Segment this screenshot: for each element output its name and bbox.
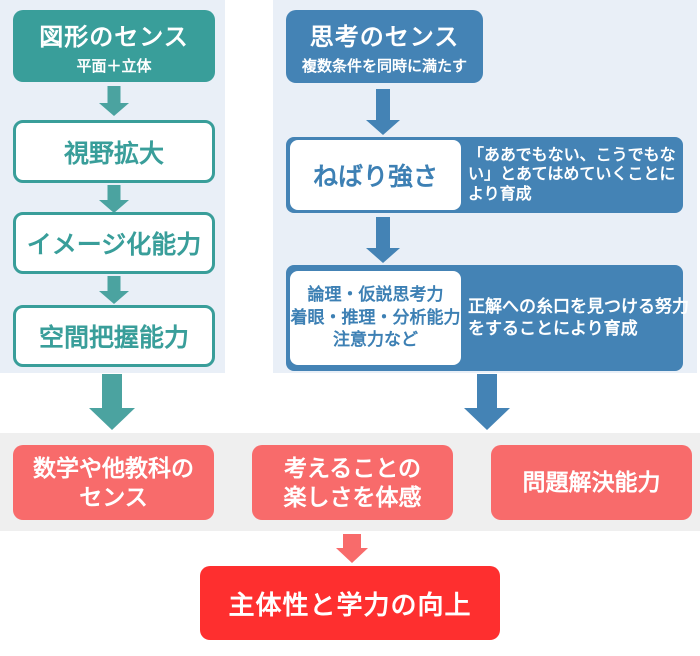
shape-sense-panel: 図形のセンス 平面＋立体 視野拡大 イメージ化能力 空間把握能力 <box>0 0 225 373</box>
persistence-label-box: ねばり強さ <box>290 140 461 210</box>
shape-sense-title: 図形のセンス <box>39 23 189 51</box>
persistence-label: ねばり強さ <box>312 163 438 191</box>
step-label: 視野拡大 <box>63 139 164 168</box>
thinking-sense-subtitle: 複数条件を同時に満たす <box>301 58 467 75</box>
shape-sense-header: 図形のセンス 平面＋立体 <box>13 10 215 82</box>
step-label: イメージ化能力 <box>26 231 202 259</box>
logic-note: 正解への糸口を見つける努力をすることにより育成 <box>468 296 689 338</box>
shape-sense-subtitle: 平面＋立体 <box>76 57 152 75</box>
outcome-line: 楽しさを体感 <box>283 483 422 510</box>
down-arrow-icon <box>97 185 131 213</box>
logic-label-line: 着眼・推理・分析能力 <box>290 307 461 327</box>
final-outcome-label: 主体性と学力の向上 <box>228 589 472 620</box>
thinking-sense-title: 思考のセンス <box>309 24 460 51</box>
outcome-box-math-sense: 数学や他教科の センス <box>13 445 214 520</box>
step-box-vision: 視野拡大 <box>13 120 215 183</box>
thinking-sense-panel: 思考のセンス 複数条件を同時に満たす ねばり強さ 「ああでもない、こうでもない」… <box>273 0 697 373</box>
final-outcome-box: 主体性と学力の向上 <box>200 566 500 640</box>
persistence-row: ねばり強さ 「ああでもない、こうでもない」とあてはめていくことにより育成 <box>286 137 683 213</box>
step-box-spatial: 空間把握能力 <box>13 305 215 367</box>
down-arrow-icon <box>365 89 401 135</box>
step-label: 空間把握能力 <box>38 324 189 352</box>
logic-row: 論理・仮説思考力 着眼・推理・分析能力 注意力など 正解への糸口を見つける努力を… <box>286 265 689 371</box>
logic-label-box: 論理・仮説思考力 着眼・推理・分析能力 注意力など <box>290 271 461 365</box>
down-arrow-icon <box>89 374 135 430</box>
persistence-note: 「ああでもない、こうでもない」とあてはめていくことにより育成 <box>468 146 676 203</box>
outcome-box-problem-solving: 問題解決能力 <box>491 445 692 520</box>
outcome-line: 数学や他教科の <box>33 454 194 481</box>
logic-label-line: 注意力など <box>333 330 418 350</box>
down-arrow-icon <box>365 217 401 263</box>
outcome-line: センス <box>79 483 148 510</box>
thinking-sense-header: 思考のセンス 複数条件を同時に満たす <box>286 10 483 83</box>
outcome-line: 問題解決能力 <box>522 469 661 496</box>
down-arrow-icon <box>464 374 510 430</box>
step-box-imaging: イメージ化能力 <box>13 212 215 274</box>
logic-label-line: 論理・仮説思考力 <box>307 285 444 305</box>
down-arrow-icon <box>97 276 131 304</box>
down-arrow-icon <box>97 86 131 116</box>
outcome-line: 考えることの <box>283 454 422 481</box>
outcome-box-joy-of-thinking: 考えることの 楽しさを体感 <box>252 445 453 520</box>
down-arrow-icon <box>336 534 368 563</box>
